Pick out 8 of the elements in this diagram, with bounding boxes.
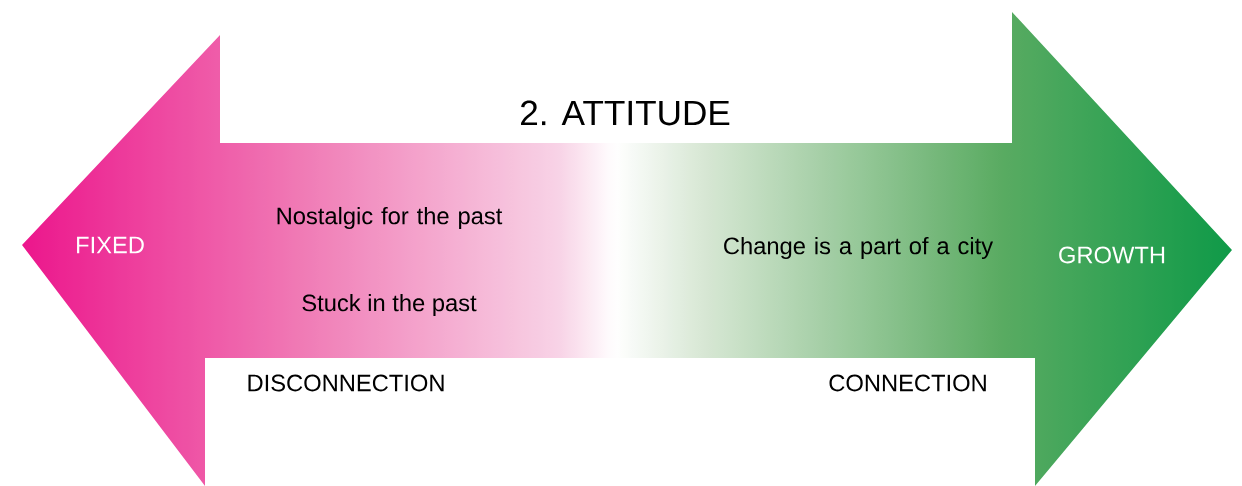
label-text: GROWTH (1059, 246, 1165, 264)
label-text: Stuck in the past (302, 293, 477, 317)
label-text: DISCONNECTION (248, 374, 444, 392)
label-text: FIXED (77, 236, 144, 254)
title: 2. ATTITUDE (521, 100, 730, 126)
label-text: CONNECTION (829, 374, 986, 392)
label-text: Change is a part of a city (724, 236, 994, 260)
label-text: Nostalgic for the past (277, 206, 503, 230)
